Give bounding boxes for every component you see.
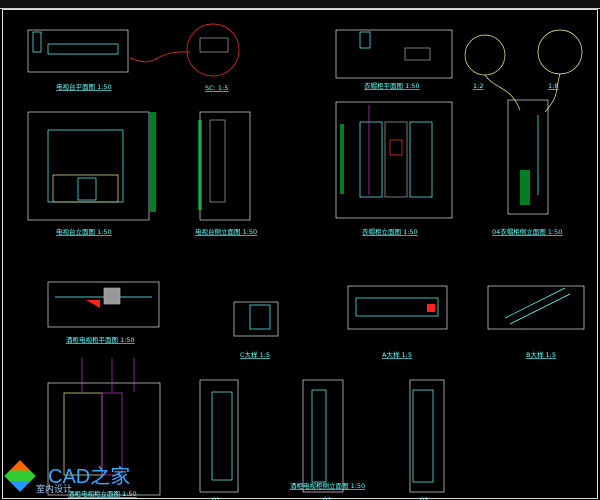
title-bar xyxy=(0,0,600,9)
title-wardrobe-elevation: 衣帽柜立面图 1:50 xyxy=(362,227,418,236)
title-tv-elevation: 电视台立面图 1:50 xyxy=(56,227,112,236)
title-wine-plan: 酒柜电视柜平面图 1:50 xyxy=(66,335,135,344)
title-section-01: 01 xyxy=(212,496,220,500)
sc-detail-circle xyxy=(186,23,240,77)
title-detail-1-2: 1:2 xyxy=(473,82,483,90)
tv-elevation-box xyxy=(27,111,150,221)
title-section-02: 02 xyxy=(323,496,331,500)
wine-elevation-box xyxy=(47,382,161,496)
title-wine-elevation: 酒柜电视柜立面图 1:50 xyxy=(68,489,137,498)
logo-text: CAD之家 xyxy=(48,466,131,488)
title-wardrobe-side: 04衣帽柜侧立面图 1:50 xyxy=(492,227,562,236)
title-detail-1-8: 1:8 xyxy=(548,82,558,90)
logo-subtext: 室内设计 xyxy=(36,485,73,495)
logo-cube-icon xyxy=(4,460,36,492)
title-section-03: 03 xyxy=(420,496,428,500)
wardrobe-plan-box xyxy=(335,29,453,79)
title-b-detail: B大样 1:5 xyxy=(526,350,556,359)
title-c-detail: C大样 1:5 xyxy=(240,350,270,359)
title-a-detail: A大样 1:5 xyxy=(382,350,412,359)
title-sc-detail: SC: 1:5 xyxy=(205,84,228,92)
wine-plan-box xyxy=(47,281,160,328)
a-detail-box xyxy=(347,285,448,330)
wardrobe-elevation-box xyxy=(335,101,453,219)
title-wardrobe-plan: 衣帽柜平面图 1:50 xyxy=(364,81,420,90)
tv-plan-box xyxy=(27,29,129,73)
title-tv-plan: 电视台平面图 1:50 xyxy=(56,82,112,91)
title-wine-side: 酒柜电视柜侧立面图 1:50 xyxy=(290,481,365,490)
b-detail-box xyxy=(487,285,585,330)
title-tv-side: 电视台侧立面图 1:50 xyxy=(195,227,257,236)
drawing-frame xyxy=(2,9,598,499)
cad-home-logo: CAD之家 室内设计 xyxy=(4,458,146,498)
